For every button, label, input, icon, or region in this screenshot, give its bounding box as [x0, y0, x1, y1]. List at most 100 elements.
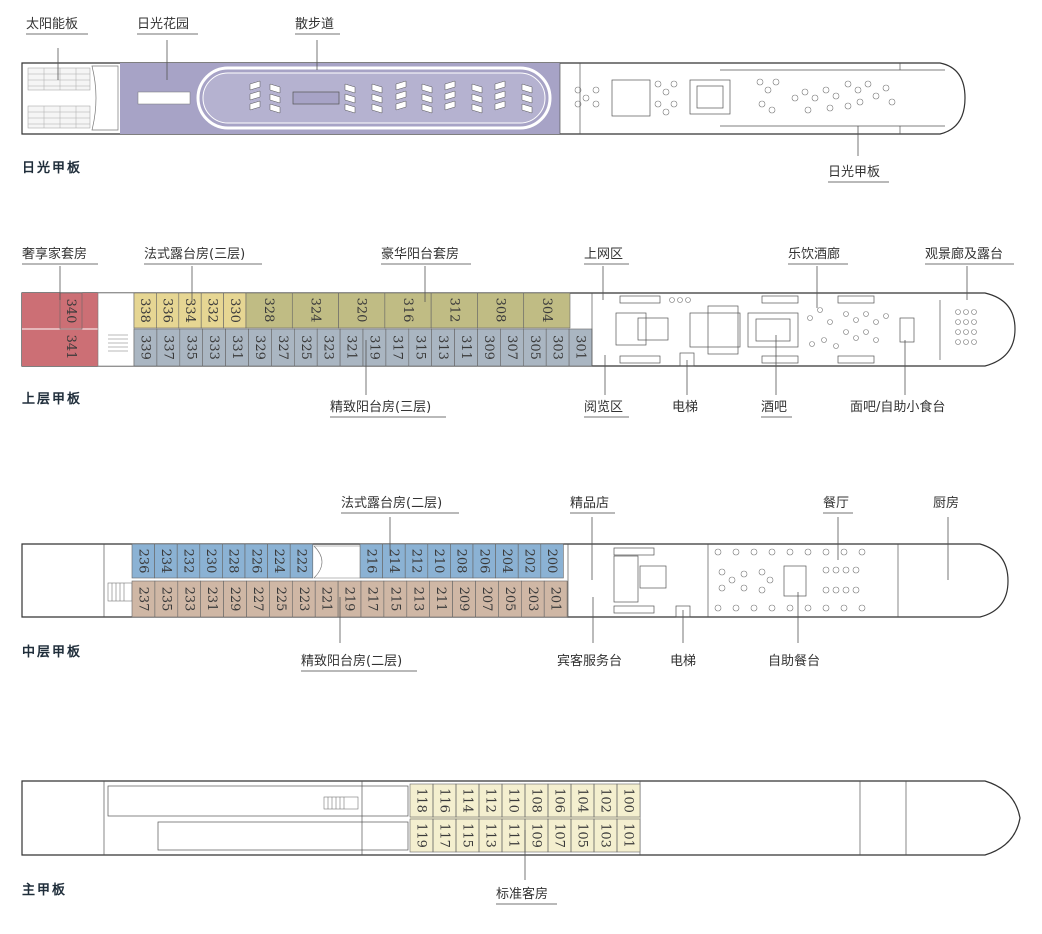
label-internet-area: 上网区	[584, 247, 623, 262]
cabin-number: 202	[522, 549, 537, 574]
cabin-number: 111	[506, 823, 521, 848]
cabin-number: 316	[400, 298, 415, 323]
cabin-cell	[616, 818, 641, 853]
cabin-number: 211	[433, 587, 448, 612]
label-owner-suite: 奢享家套房	[22, 246, 87, 262]
cabin-number: 321	[344, 335, 359, 360]
cabin-number: 213	[410, 587, 425, 612]
cabin-number: 215	[387, 587, 402, 612]
label-buffet: 自助餐台	[768, 653, 820, 669]
cabin-number: 309	[481, 335, 496, 360]
lounge-seating	[669, 297, 977, 349]
cabin-cell	[543, 580, 568, 618]
label-balcony-2: 精致阳台房(二层)	[301, 653, 402, 669]
cabin-number: 112	[483, 788, 498, 813]
label-promenade: 散步道	[295, 17, 334, 32]
deck-title-main: 主甲板	[22, 882, 67, 898]
label-kitchen: 厨房	[933, 495, 959, 511]
label-bar: 酒吧	[761, 400, 787, 415]
cabin-number: 236	[135, 549, 150, 574]
cabin-number: 200	[544, 549, 559, 574]
sun-deck: 太阳能板 日光花园 散步道 日光甲板 日光甲板	[21, 16, 966, 183]
cabin-number: 106	[552, 788, 567, 813]
cabin-number: 216	[363, 549, 378, 574]
cabin-number: 217	[364, 587, 379, 612]
cabin-cell	[430, 292, 478, 329]
cabin-number: 101	[621, 823, 636, 848]
cabin-number: 235	[158, 587, 173, 612]
cabin-number: 231	[204, 587, 219, 612]
cabin-number: 117	[437, 823, 452, 848]
cabin-number: 305	[527, 335, 542, 360]
cabin-number: 206	[476, 549, 491, 574]
cabin-number: 108	[529, 788, 544, 813]
label-boutique: 精品店	[570, 496, 609, 511]
deck-title-sun: 日光甲板	[22, 160, 82, 176]
promenade-track	[196, 66, 552, 130]
label-balcony-3: 精致阳台房(三层)	[330, 399, 431, 415]
cabin-cell	[291, 292, 339, 329]
cabin-number: 329	[252, 335, 267, 360]
label-elevator-middle: 电梯	[670, 654, 696, 669]
cabin-number: 232	[181, 549, 196, 574]
cabin-number: 315	[412, 335, 427, 360]
cabin-number: 341	[63, 335, 78, 360]
label-french-balcony-2: 法式露台房(二层)	[341, 495, 442, 511]
cabin-number: 118	[414, 788, 429, 813]
cabin-cell	[540, 543, 564, 579]
cabin-cell	[245, 292, 293, 329]
cabin-number: 100	[621, 788, 636, 813]
cabin-number: 228	[226, 549, 241, 574]
label-french-balcony-3: 法式露台房(三层)	[144, 246, 245, 262]
label-restaurant: 餐厅	[823, 495, 849, 511]
cabin-number: 105	[575, 823, 590, 848]
cabin-number: 330	[227, 298, 242, 323]
cabin-number: 212	[409, 549, 424, 574]
cabin-number: 229	[227, 587, 242, 612]
cabin-number: 223	[296, 587, 311, 612]
cabin-number: 227	[250, 587, 265, 612]
deck-title-upper: 上层甲板	[22, 391, 82, 407]
label-elevator-upper: 电梯	[672, 400, 698, 415]
cabin-number: 234	[158, 549, 173, 574]
label-standard-cabin: 标准客房	[496, 886, 548, 902]
cabin-number: 221	[319, 587, 334, 612]
cabin-number: 337	[160, 335, 175, 360]
cabin-number: 107	[552, 823, 567, 848]
cabin-number: 323	[321, 335, 336, 360]
cabin-number: 327	[275, 335, 290, 360]
cabin-number: 328	[261, 298, 276, 323]
cabin-number: 110	[506, 788, 521, 813]
cabin-number: 104	[575, 788, 590, 813]
cabin-number: 237	[135, 587, 150, 612]
cabin-number: 113	[483, 823, 498, 848]
cabin-number: 116	[437, 788, 452, 813]
cabin-number: 303	[550, 335, 565, 360]
cabin-number: 230	[203, 549, 218, 574]
cabin-number: 204	[499, 549, 514, 574]
cabin-number: 119	[414, 823, 429, 848]
cabin-number: 109	[529, 823, 544, 848]
cabin-cell	[289, 543, 314, 579]
cabin-number: 317	[389, 335, 404, 360]
cabin-number: 333	[206, 335, 221, 360]
label-sun-garden: 日光花园	[137, 16, 189, 32]
cabin-number: 233	[181, 587, 196, 612]
cabin-number: 324	[307, 298, 322, 323]
label-bar-lounge: 乐饮酒廊	[788, 246, 840, 262]
cabin-number: 320	[354, 298, 369, 323]
cabin-cell	[59, 292, 83, 330]
solar-panel-block	[27, 67, 91, 129]
cabin-number: 312	[446, 298, 461, 323]
cabin-number: 209	[456, 587, 471, 612]
cabin-number: 214	[386, 549, 401, 574]
cabin-number: 340	[63, 299, 78, 324]
cabin-number: 331	[229, 335, 244, 360]
cabin-number: 339	[137, 335, 152, 360]
cabin-number: 226	[248, 549, 263, 574]
label-solar-panel: 太阳能板	[26, 17, 78, 32]
